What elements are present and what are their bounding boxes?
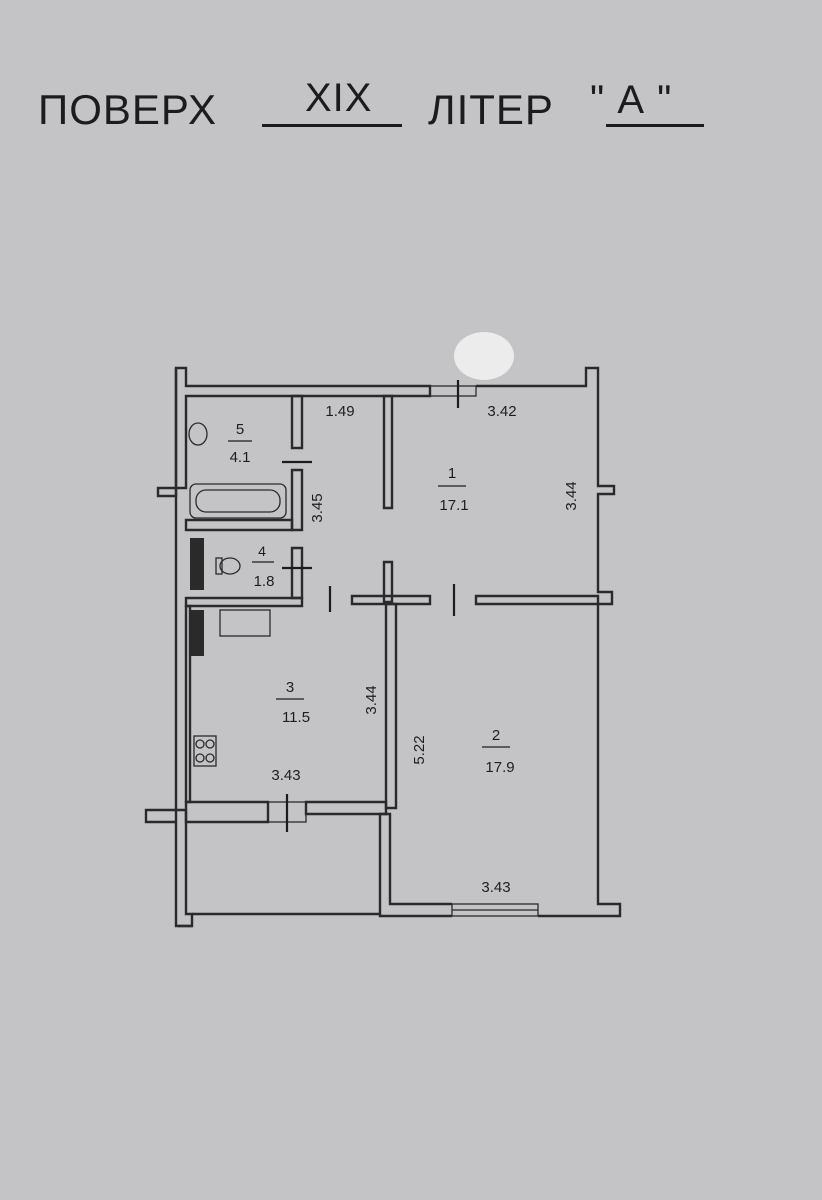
dimension-labels: 1.49 3.42 3.44 3.45 3.44 3.43 5.22 3.43 — [271, 403, 580, 896]
room-1-number: 1 — [448, 465, 456, 482]
kitchen-sink-icon — [219, 609, 271, 637]
riser-icon — [190, 610, 204, 656]
bathroom-fixtures — [188, 422, 287, 767]
dim-room2-depth: 5.22 — [411, 735, 428, 764]
dim-room1-width: 3.42 — [487, 403, 516, 420]
floor-underline — [262, 124, 402, 127]
room-3-number: 3 — [286, 679, 294, 696]
floor-label: ПОВЕРХ — [38, 86, 218, 133]
sink-icon — [188, 422, 208, 446]
dim-corridor-length: 3.45 — [309, 493, 326, 522]
room-5-area: 4.1 — [230, 449, 251, 466]
toilet-icon — [219, 557, 241, 575]
room-4-number: 4 — [258, 543, 266, 559]
windows — [267, 385, 539, 917]
smudge-mark — [454, 332, 514, 380]
room-3-area: 11.5 — [282, 709, 310, 726]
stove-icon — [193, 735, 217, 767]
dim-kitchen-width: 3.43 — [271, 767, 300, 784]
floor-value: XIX — [305, 76, 373, 120]
letter-value: " А " — [590, 78, 673, 122]
dim-kitchen-depth: 3.44 — [363, 685, 380, 714]
room-2-area: 17.9 — [485, 759, 514, 776]
room-4: 4 1.8 — [252, 543, 274, 590]
boiler-icon — [190, 538, 204, 590]
room-1: 1 17.1 — [438, 465, 469, 514]
room-5-number: 5 — [236, 421, 244, 438]
plan-header: ПОВЕРХ XIX ЛІТЕР " А " — [0, 0, 822, 150]
bathtub-icon — [189, 483, 287, 519]
letter-label: ЛІТЕР — [428, 86, 554, 133]
door-marks — [282, 380, 460, 832]
room-2-number: 2 — [492, 727, 500, 744]
room-3: 3 11.5 — [276, 679, 310, 726]
dim-room2-width: 3.43 — [481, 879, 510, 896]
room-1-area: 17.1 — [439, 497, 468, 514]
dim-corridor-width: 1.49 — [325, 403, 354, 420]
room-2: 2 17.9 — [482, 727, 515, 776]
room-5: 5 4.1 — [228, 421, 252, 466]
room-4-area: 1.8 — [254, 573, 275, 590]
outer-walls — [144, 366, 622, 928]
letter-underline — [606, 124, 704, 127]
dim-room1-depth: 3.44 — [563, 481, 580, 510]
